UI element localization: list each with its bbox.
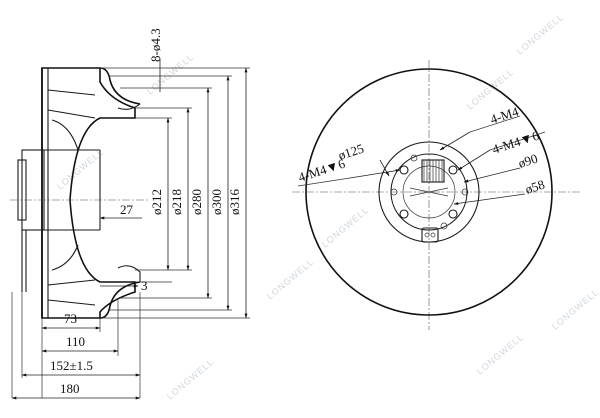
motor-end bbox=[17, 159, 27, 221]
watermark-3: LONGWELL bbox=[265, 257, 316, 302]
outer-circle bbox=[305, 68, 553, 316]
leader-m4 bbox=[439, 131, 471, 151]
circle-58 bbox=[402, 165, 456, 219]
side-view: 8-ø4.3 ø212 ø218 ø280 ø300 ø316 27 3 73 … bbox=[10, 28, 250, 400]
hole-e1 bbox=[461, 188, 469, 196]
bottom-extension-lines bbox=[11, 292, 141, 398]
fin-lines bbox=[423, 160, 443, 182]
hole-ne bbox=[448, 165, 458, 175]
inlet-flange-top bbox=[117, 103, 141, 110]
watermark-6: LONGWELL bbox=[515, 12, 566, 57]
cable bbox=[21, 230, 27, 292]
connector-body bbox=[421, 227, 439, 243]
leader-m4-shelf bbox=[469, 115, 521, 133]
label-90: ø90 bbox=[516, 151, 539, 171]
connector-pin-1 bbox=[424, 232, 430, 238]
dim-218-label: ø218 bbox=[169, 189, 184, 215]
watermark-7: LONGWELL bbox=[320, 205, 371, 250]
dim-212-label: ø212 bbox=[149, 189, 164, 215]
watermarks: LONGWELL LONGWELL LONGWELL LONGWELL LONG… bbox=[55, 12, 600, 402]
watermark-2: LONGWELL bbox=[55, 147, 106, 192]
blade-lines bbox=[47, 89, 96, 306]
side-extension-lines bbox=[100, 67, 250, 319]
hole-w1 bbox=[390, 188, 398, 196]
blade-curves bbox=[51, 119, 79, 271]
label-125: ø125 bbox=[336, 141, 365, 163]
hole-nw bbox=[399, 165, 409, 175]
watermark-9: LONGWELL bbox=[550, 287, 600, 332]
inlet-ring-bottom bbox=[99, 281, 141, 319]
watermark-5: LONGWELL bbox=[465, 67, 516, 112]
dim-73-label: 73 bbox=[64, 311, 77, 326]
motor-housing bbox=[21, 149, 45, 231]
dim-110-label: 110 bbox=[66, 334, 85, 349]
leader-m4-right-shelf bbox=[489, 131, 546, 151]
leader-m4-left bbox=[349, 169, 401, 179]
leader-m4-left-shelf bbox=[297, 177, 351, 187]
dim-holes-label: 8-ø4.3 bbox=[148, 28, 163, 62]
dim-316-label: ø316 bbox=[227, 189, 242, 216]
terminal-fins bbox=[421, 159, 445, 183]
dim-180-label: 180 bbox=[60, 381, 80, 396]
watermark-8: LONGWELL bbox=[475, 332, 526, 377]
leader-58 bbox=[453, 193, 526, 205]
label-m4: 4-M4 bbox=[488, 104, 521, 127]
connector bbox=[421, 227, 439, 243]
dim-3-label: 3 bbox=[141, 278, 148, 293]
dim-280-label: ø280 bbox=[189, 189, 204, 215]
hole-n1 bbox=[410, 154, 418, 162]
label-58: ø58 bbox=[523, 177, 546, 197]
leader-125 bbox=[379, 159, 390, 177]
watermark-4: LONGWELL bbox=[165, 357, 216, 402]
connector-pin-2 bbox=[430, 232, 436, 238]
inlet-ring-top bbox=[99, 67, 141, 105]
hole-s1 bbox=[440, 222, 448, 230]
leader-90 bbox=[463, 167, 521, 183]
hole-se bbox=[448, 209, 458, 219]
leader-m4-right bbox=[457, 149, 491, 171]
dim-152-label: 152±1.5 bbox=[50, 358, 93, 373]
shaft-cross bbox=[409, 187, 449, 197]
dim-27-label: 27 bbox=[120, 202, 134, 217]
hole-sw bbox=[399, 209, 409, 219]
front-view: 4-M4 4-M4▼6 4-M4▼6 ø125 ø90 ø58 bbox=[292, 60, 580, 330]
dim-300-label: ø300 bbox=[209, 189, 224, 215]
inlet-flange-bottom bbox=[117, 265, 141, 282]
